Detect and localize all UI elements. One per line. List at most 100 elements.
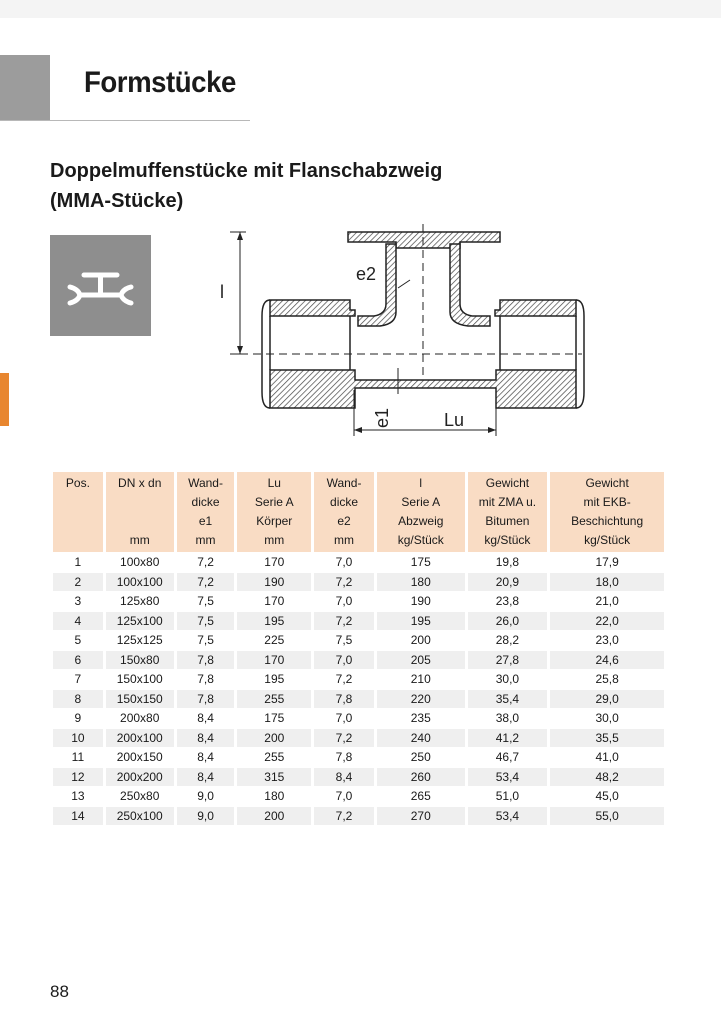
dimension-label-l: l [220,282,224,302]
table-cell: 7,5 [176,611,235,630]
table-cell: 315 [237,767,312,786]
table-cell: 14 [53,806,103,825]
table-cell: 11 [71,750,85,764]
table-cell: 23,8 [495,594,520,608]
table-cell: 35,5 [550,728,664,747]
table-cell: 7,5 [335,633,353,647]
header-divider [0,120,250,121]
table-cell: 7,8 [176,689,235,708]
table-cell: 250x80 [120,789,160,803]
table-cell: 100x80 [120,555,160,569]
table-cell: 8,4 [176,767,235,786]
table-cell: 200 [237,806,312,825]
table-cell: 7,5 [197,594,214,608]
table-cell: 175 [264,711,285,725]
table-cell: 150x80 [105,650,174,669]
table-cell: 2 [53,572,103,591]
header-dn: DN x dn mm [105,472,174,552]
table-cell: 270 [376,806,465,825]
table-cell: 18,0 [550,572,664,591]
table-cell: 220 [376,689,465,708]
table-cell: 195 [376,611,465,630]
table-cell: 8,4 [176,728,235,747]
table-cell: 7,0 [314,650,374,669]
dimension-label-e2: e2 [356,264,376,284]
technical-drawing: l e2 Lu e1 [210,220,590,440]
table-cell: 210 [410,672,431,686]
page-number: 88 [50,982,69,1001]
table-cell: 23,0 [595,633,619,647]
subtitle-line-1: Doppelmuffenstücke mit Flanschabzweig [50,160,443,182]
top-bar [0,0,721,18]
header-gray-block [0,55,50,121]
orange-side-tab [0,373,9,426]
table-cell: 7,8 [176,650,235,669]
table-cell: 7 [74,672,82,686]
table-cell: 7,2 [176,572,235,591]
table-cell: 25,8 [595,672,619,686]
table-cell: 7,2 [314,611,374,630]
table-cell: 180 [264,789,285,803]
table-cell: 7,2 [314,572,374,591]
table-cell: 1 [74,555,82,569]
table-cell: 48,2 [550,767,664,786]
table-cell: 125x125 [116,633,163,647]
table-cell: 8,4 [197,750,214,764]
table-cell: 24,6 [550,650,664,669]
table-cell: 7,0 [335,789,353,803]
table-cell: 200 [237,728,312,747]
table-cell: 7,8 [197,672,214,686]
table-cell: 19,8 [495,555,520,569]
table-cell: 200 [410,633,431,647]
table-cell: 17,9 [595,555,619,569]
header-pos: Pos. [53,472,103,552]
table-cell: 7,2 [197,555,214,569]
table-cell: 9,0 [176,806,235,825]
table-cell: 125x100 [105,611,174,630]
table-cell: 225 [264,633,285,647]
table-cell: 38,0 [495,711,520,725]
table-cell: 41,2 [467,728,548,747]
table-cell: 8,4 [314,767,374,786]
table-cell: 30,0 [595,711,619,725]
table-cell: 200x80 [120,711,160,725]
table-cell: 12 [53,767,103,786]
table-cell: 3 [74,594,82,608]
table-cell: 180 [376,572,465,591]
table-cell: 28,2 [495,633,520,647]
table-cell: 51,0 [495,789,520,803]
table-cell: 45,0 [595,789,619,803]
drawing-body [261,231,585,409]
table-cell: 7,0 [335,594,353,608]
section-title: Formstücke [84,66,236,99]
table-cell: 7,2 [314,806,374,825]
table-cell: 9,0 [197,789,214,803]
table-cell: 7,2 [335,672,353,686]
table-cell: 41,0 [595,750,619,764]
table-cell: 255 [237,689,312,708]
table-cell: 205 [376,650,465,669]
subtitle-line-2: (MMA-Stücke) [50,190,184,212]
table-cell: 27,8 [467,650,548,669]
table-cell: 195 [264,672,285,686]
table-cell: 170 [264,555,285,569]
dimension-label-lu: Lu [444,410,464,430]
table-cell: 240 [376,728,465,747]
table-cell: 7,5 [197,633,214,647]
table-cell: 55,0 [550,806,664,825]
